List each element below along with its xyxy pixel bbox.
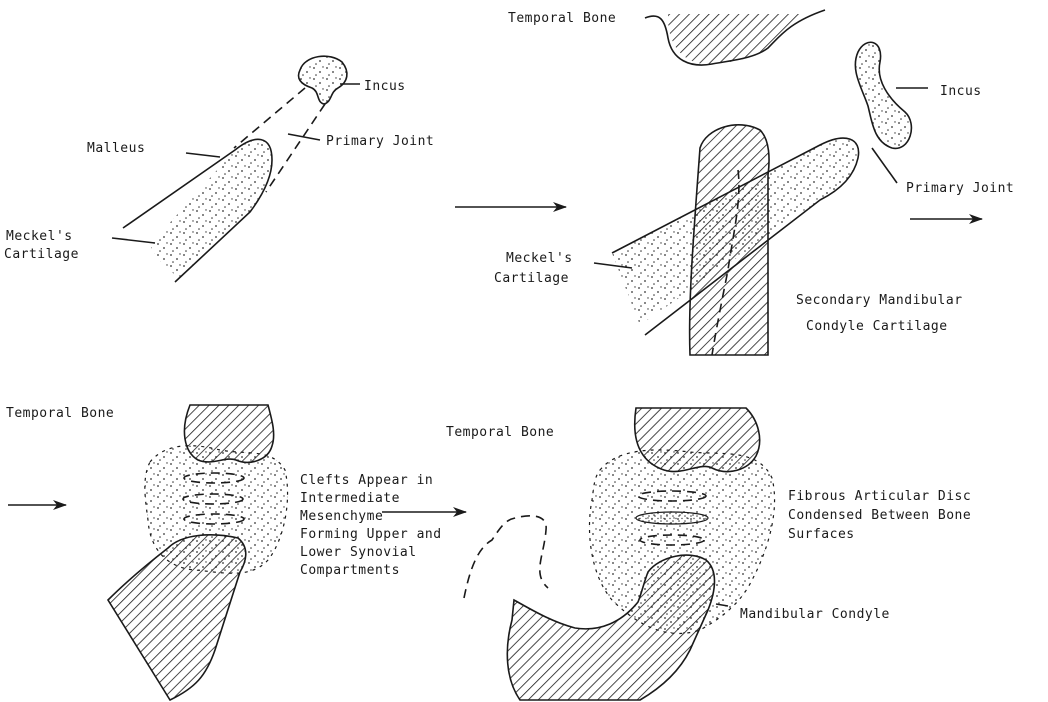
label-incus-2: Incus xyxy=(940,84,982,99)
primary-joint-line-2 xyxy=(872,148,897,183)
label-disc-line-2: Condensed Between Bone xyxy=(788,508,971,523)
label-clefts-line-3: Mesenchyme xyxy=(300,509,383,524)
condyle-cartilage-shape xyxy=(690,125,769,355)
joint-capsule-dashed xyxy=(464,516,548,598)
label-temporal-bone-2: Temporal Bone xyxy=(508,11,616,26)
label-malleus: Malleus xyxy=(87,141,145,156)
primary-joint-dashed-line-1 xyxy=(234,88,305,148)
temporal-bone-shape-3 xyxy=(184,405,273,462)
panel-primary-joint-stage: Incus Primary Joint Malleus Meckel's Car… xyxy=(4,56,434,282)
condyle-shape-3 xyxy=(108,535,246,700)
label-secondary-2: Condyle Cartilage xyxy=(806,319,948,334)
label-meckels-2b: Cartilage xyxy=(494,271,569,286)
label-clefts-line-2: Intermediate xyxy=(300,491,400,506)
incus-shape-2 xyxy=(855,42,911,148)
label-clefts-line-4: Forming Upper and xyxy=(300,527,442,542)
label-temporal-bone-3: Temporal Bone xyxy=(6,406,114,421)
incus-shape-1 xyxy=(299,56,347,104)
label-disc-line-3: Surfaces xyxy=(788,527,855,542)
label-incus-1: Incus xyxy=(364,79,406,94)
label-primary-joint-2: Primary Joint xyxy=(906,181,1014,196)
label-disc-line-1: Fibrous Articular Disc xyxy=(788,489,971,504)
temporal-bone-shape-4 xyxy=(635,408,760,472)
panel-articular-disc-stage: Temporal Bone Fibrous Articular Disc Con… xyxy=(446,408,971,700)
label-temporal-bone-4: Temporal Bone xyxy=(446,425,554,440)
label-clefts-line-1: Clefts Appear in xyxy=(300,473,433,488)
label-primary-joint-1: Primary Joint xyxy=(326,134,434,149)
label-clefts-line-5: Lower Synovial xyxy=(300,545,417,560)
label-meckels-1b: Cartilage xyxy=(4,247,79,262)
panel-clefts-stage: Temporal Bone Clefts Appear in Intermedi… xyxy=(6,405,442,700)
primary-joint-dashed-line-2 xyxy=(266,104,325,192)
label-meckels-2a: Meckel's xyxy=(506,251,573,266)
articular-disc-shape xyxy=(636,512,708,524)
panel-secondary-cartilage-stage: Temporal Bone Incus Primary Joint Meckel… xyxy=(494,10,1014,355)
label-mandibular-condyle: Mandibular Condyle xyxy=(740,607,890,622)
meckels-cartilage-shape xyxy=(150,139,272,278)
label-secondary-1: Secondary Mandibular xyxy=(796,293,963,308)
label-meckels-1a: Meckel's xyxy=(6,229,73,244)
label-clefts-line-6: Compartments xyxy=(300,563,400,578)
